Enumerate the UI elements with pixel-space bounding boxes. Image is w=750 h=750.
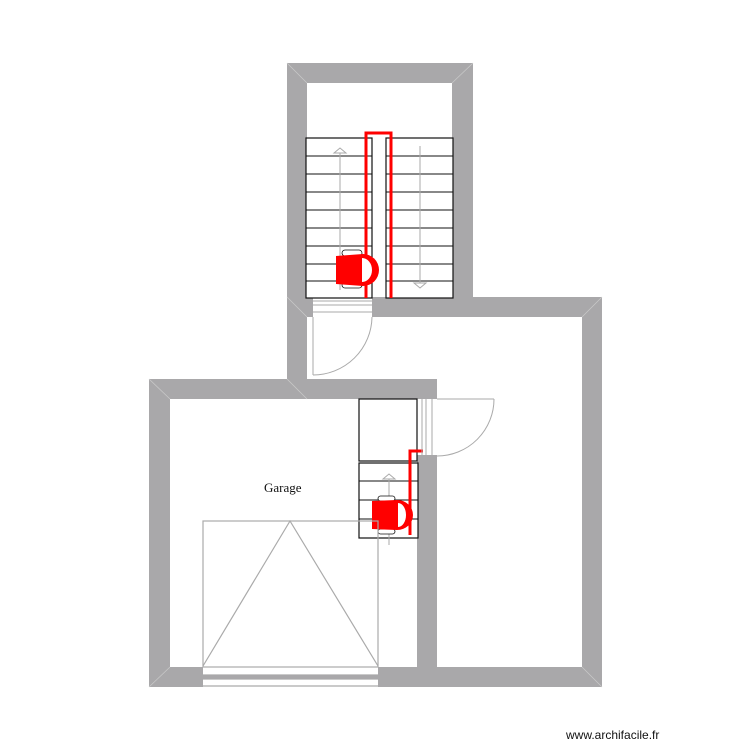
door-hall (421, 398, 495, 457)
small-stairlift-chair-icon (372, 495, 413, 535)
stairlift-rail (364, 131, 393, 298)
main-staircase (305, 137, 454, 299)
room-label-garage: Garage (264, 480, 302, 495)
garage-threshold (203, 675, 378, 679)
door-stairwell (312, 300, 373, 376)
garage-door (202, 519, 379, 687)
walls (149, 63, 602, 687)
watermark: www.archifacile.fr (566, 728, 660, 742)
wall-seams (148, 62, 603, 688)
stairlift-chair-icon (336, 249, 379, 289)
stair-direction-arrow-down-icon (412, 146, 428, 289)
